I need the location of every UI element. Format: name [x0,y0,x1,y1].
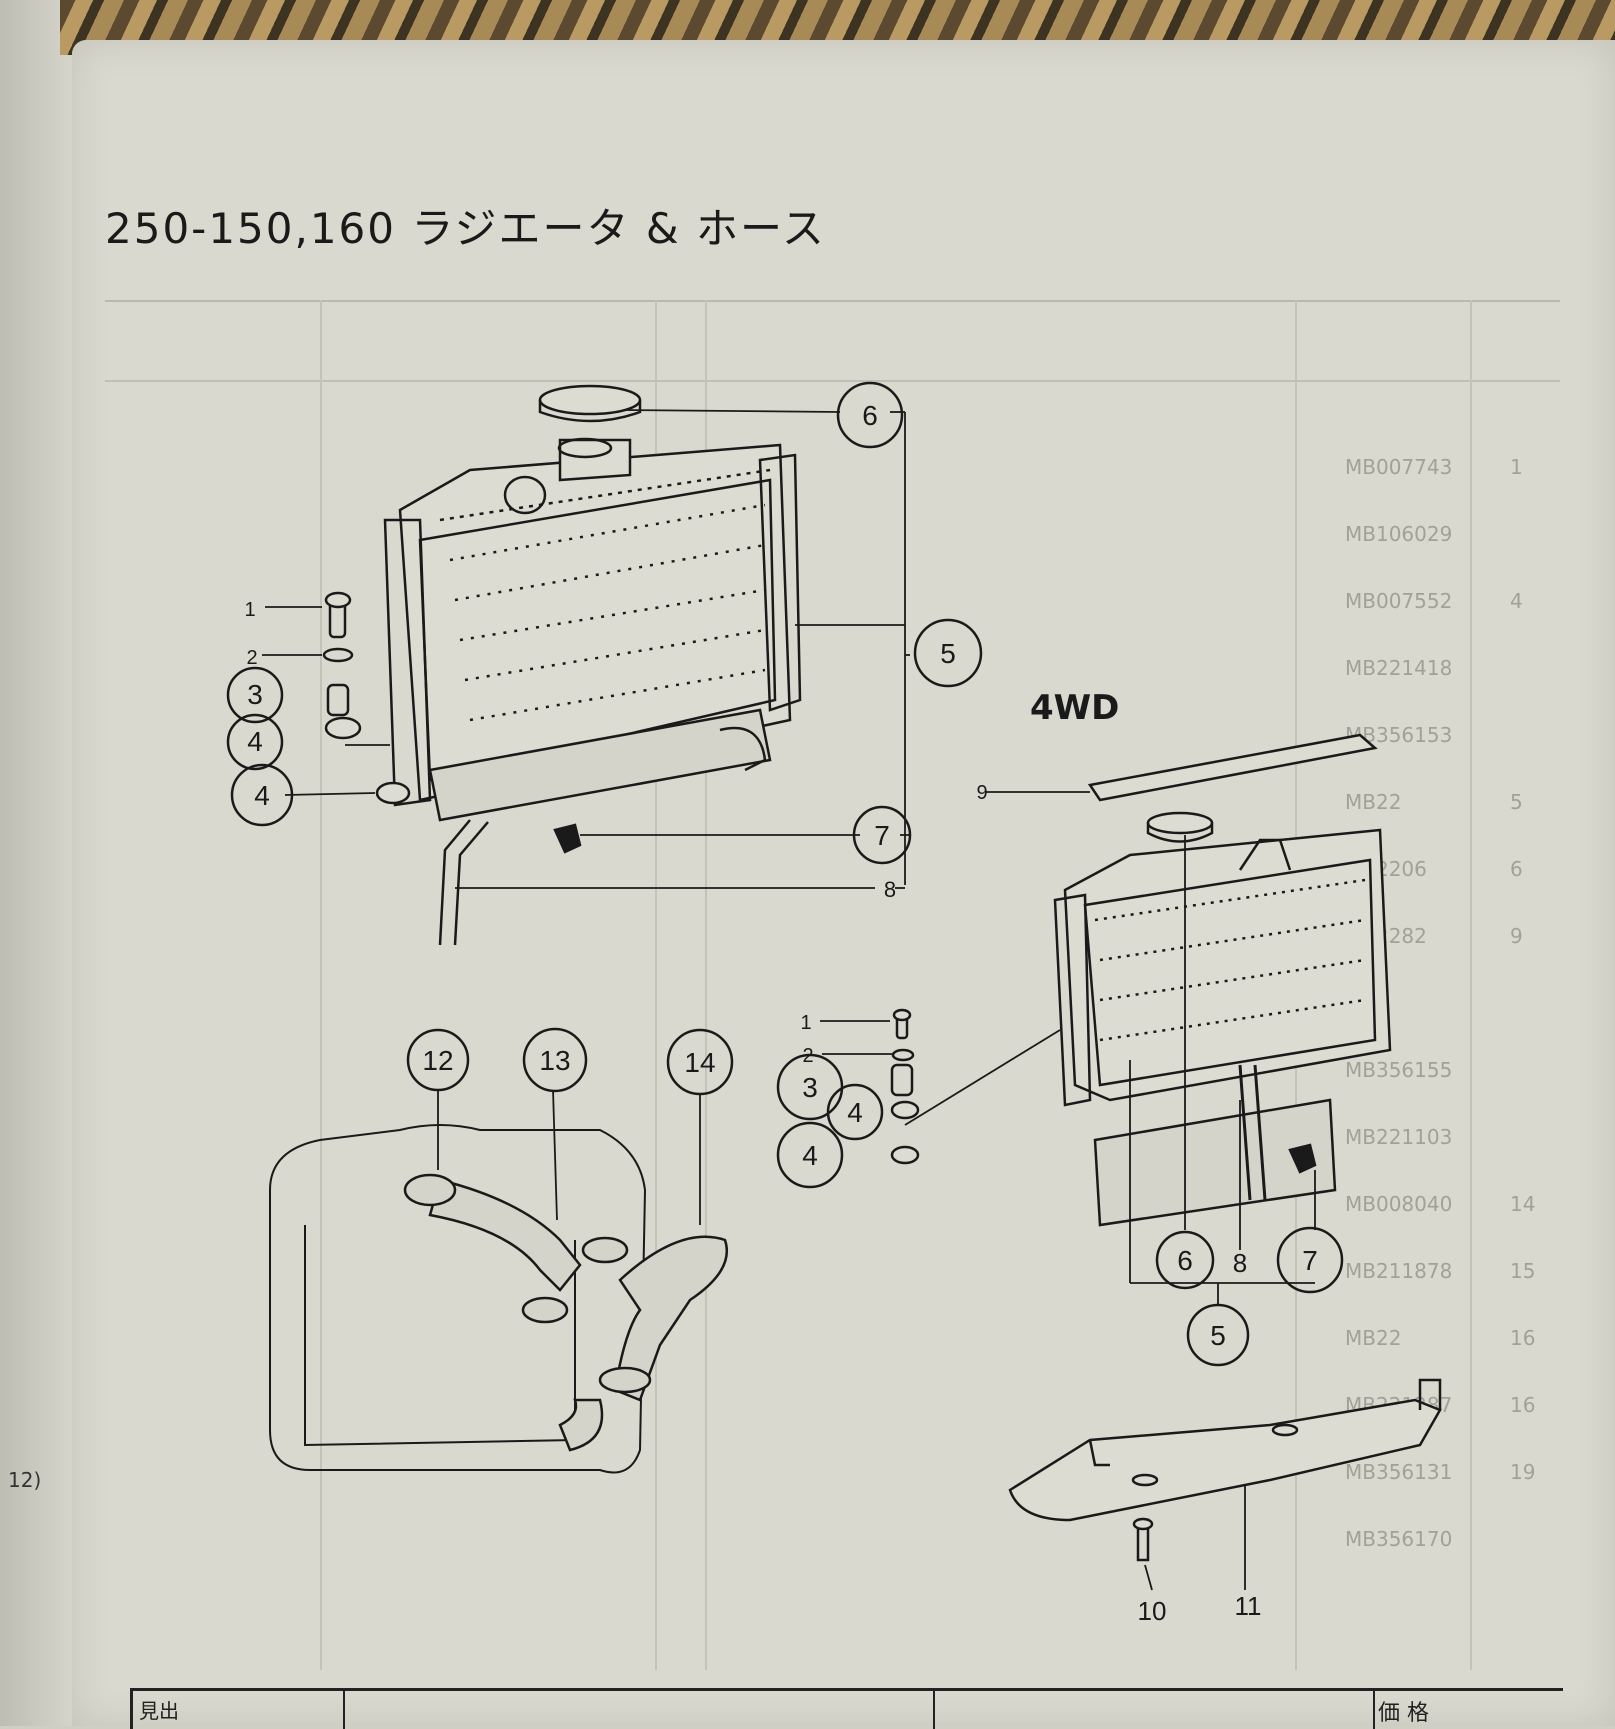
ghost-ref-number: 16 [1510,1393,1536,1417]
ghost-table-header [105,305,1560,382]
footer-divider [1373,1691,1375,1729]
hose-leader-lines [437,1089,701,1225]
page-title: 250-150,160 ラジエータ & ホース [105,204,826,253]
callout-13: 13 [539,1045,570,1076]
footer-box: 見出 価 格 [130,1688,1563,1729]
ghost-part-number: MB106029 [1345,522,1453,546]
callout-4wd-11: 11 [1235,1591,1262,1621]
callout-4: 4 [254,780,270,811]
callout-4wd-1: 1 [800,1012,811,1034]
callout-4wd-5: 5 [1210,1320,1226,1351]
facing-page-number: 12) [8,1468,42,1492]
main-leader-lines [262,409,910,889]
callout-4wd-8: 8 [1233,1248,1247,1278]
ghost-ref-number: 14 [1510,1192,1536,1216]
footer-price-label: 価 格 [1378,1701,1429,1726]
footer-divider [343,1691,345,1729]
ghost-part-number: MB22 [1345,790,1402,814]
callout-3: 3 [247,679,263,710]
callout-5: 5 [940,638,956,669]
4wd-label: 4WD [1030,688,1120,728]
footer-divider [933,1691,935,1729]
ghost-part-number: MB221103 [1345,1125,1453,1149]
main-small-parts [322,591,411,805]
ghost-part-number: MB211878 [1345,1259,1453,1283]
ghost-part-number: MB356131 [1345,1460,1453,1484]
callout-12: 12 [422,1045,453,1076]
ghost-col-line [705,300,707,1670]
ghost-table [105,300,1560,1672]
ghost-part-number: MB221418 [1345,656,1453,680]
ghost-ref-number: 16 [1510,1326,1536,1350]
callout-8: 8 [884,877,896,902]
ghost-ref-number: 4 [1510,589,1523,613]
4wd-small-parts [890,1008,920,1165]
callout-1: 1 [244,599,255,621]
ghost-col-line [1470,300,1472,1670]
ghost-part-number: MB008040 [1345,1192,1453,1216]
hose-illustration [269,1124,728,1474]
callout-6: 6 [862,400,878,431]
4wd-radiator-illustration [1008,733,1442,1562]
ghost-ref-number: 15 [1510,1259,1536,1283]
ghost-ref-number: 19 [1510,1460,1536,1484]
4wd-leader-lines [820,791,1316,1591]
callout-circles [226,381,1344,1367]
callout-2: 2 [246,647,257,669]
callout-4: 4 [247,726,263,757]
callout-4wd-4: 4 [802,1140,818,1171]
main-radiator-illustration [383,384,802,946]
ghost-part-number: MB007552 [1345,589,1453,613]
footer-label: 見出 [139,1699,179,1723]
callout-4wd-3: 3 [802,1072,818,1103]
callout-4wd-2: 2 [802,1045,813,1067]
ghost-ref-number: 9 [1510,924,1523,948]
callout-14: 14 [684,1047,715,1078]
ghost-part-number: MB356155 [1345,1058,1453,1082]
callout-4wd-4: 4 [847,1097,863,1128]
callout-4wd-9: 9 [976,782,987,804]
ghost-ref-number: 5 [1510,790,1523,814]
callout-4wd-10: 10 [1138,1596,1167,1626]
ghost-part-number: MB007743 [1345,455,1453,479]
callout-4wd-7: 7 [1302,1245,1318,1276]
ghost-part-number: MB356170 [1345,1527,1453,1551]
ghost-ref-number: 6 [1510,857,1523,881]
ghost-part-number: MB22 [1345,1326,1402,1350]
ghost-col-line [655,300,657,1670]
ghost-ref-number: 1 [1510,455,1523,479]
callout-4wd-6: 6 [1177,1245,1193,1276]
ghost-col-line [320,300,322,1670]
callout-7: 7 [874,820,890,851]
